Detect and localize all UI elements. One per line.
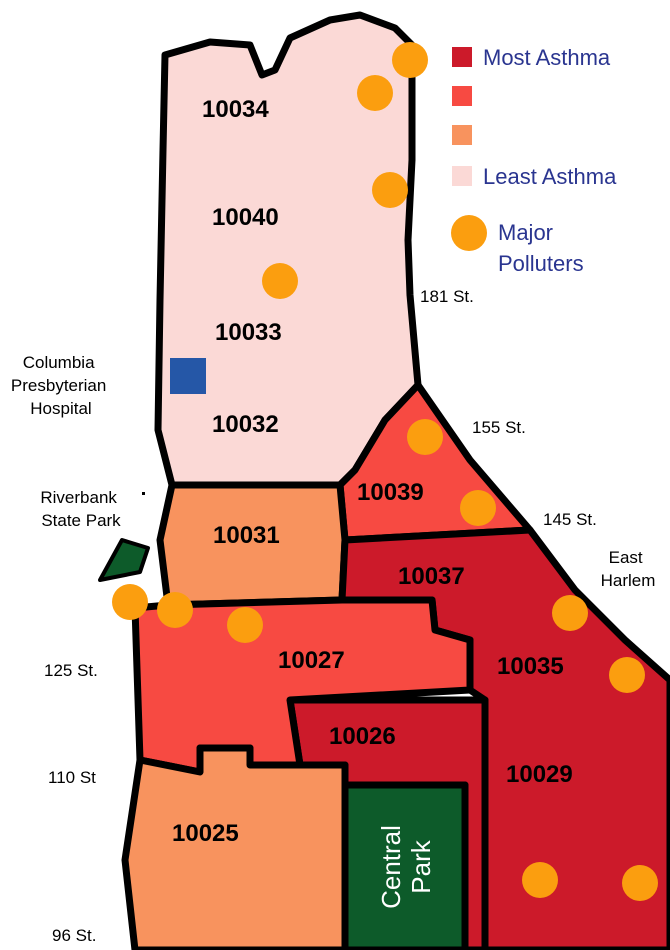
zip-label-10029: 10029: [506, 761, 573, 788]
street-label-145: 145 St.: [543, 510, 597, 529]
legend-swatch-least: [452, 166, 472, 186]
street-label-96: 96 St.: [52, 926, 96, 945]
polluter-marker: [227, 607, 263, 643]
street-label-155: 155 St.: [472, 418, 526, 437]
central-park-label: Central Park: [376, 825, 436, 909]
zip-label-10031: 10031: [213, 522, 280, 549]
svg-text:Park: Park: [406, 839, 436, 893]
riverbank-label: Riverbank State Park: [40, 488, 121, 530]
legend-label-most: Most Asthma: [483, 45, 611, 70]
polluter-marker: [609, 657, 645, 693]
hospital-marker: [170, 358, 206, 394]
zip-label-10039: 10039: [357, 479, 424, 506]
zip-label-10027: 10027: [278, 647, 345, 674]
legend-swatch-medium: [452, 125, 472, 145]
zip-label-10035: 10035: [497, 653, 564, 680]
polluter-marker: [262, 263, 298, 299]
street-label-110: 110 St: [48, 768, 96, 787]
legend-swatch-most: [452, 47, 472, 67]
region-10025: [121, 744, 349, 950]
street-label-125: 125 St.: [44, 661, 98, 680]
svg-text:Central: Central: [376, 825, 406, 909]
zip-label-10026: 10026: [329, 723, 396, 750]
polluter-markers: [112, 42, 658, 901]
legend-swatch-high: [452, 86, 472, 106]
central-park: [341, 781, 469, 950]
hospital-label: Columbia Presbyterian Hospital: [11, 353, 111, 418]
polluter-marker: [522, 862, 558, 898]
legend-polluter-icon: [451, 215, 487, 251]
zip-label-10032: 10032: [212, 411, 279, 438]
legend-label-polluters: Major Polluters: [498, 220, 584, 276]
polluter-marker: [460, 490, 496, 526]
zip-label-10033: 10033: [215, 319, 282, 346]
riverbank-state-park: [98, 538, 150, 582]
polluter-marker: [407, 419, 443, 455]
polluter-marker: [157, 592, 193, 628]
riverbank-dot: [142, 492, 145, 495]
polluter-marker: [552, 595, 588, 631]
zip-label-10037: 10037: [398, 563, 465, 590]
street-label-181: 181 St.: [420, 287, 474, 306]
zip-label-10040: 10040: [212, 204, 279, 231]
region-10034-10040-10033-10032: [154, 11, 422, 489]
polluter-marker: [392, 42, 428, 78]
polluter-marker: [372, 172, 408, 208]
polluter-marker: [357, 75, 393, 111]
zip-label-10034: 10034: [202, 96, 269, 123]
zip-label-10025: 10025: [172, 820, 239, 847]
east-harlem-label: East Harlem: [601, 548, 656, 590]
polluter-marker: [112, 584, 148, 620]
legend: Most Asthma Least Asthma Major Polluters: [451, 45, 617, 276]
polluter-marker: [622, 865, 658, 901]
legend-label-least: Least Asthma: [483, 164, 617, 189]
